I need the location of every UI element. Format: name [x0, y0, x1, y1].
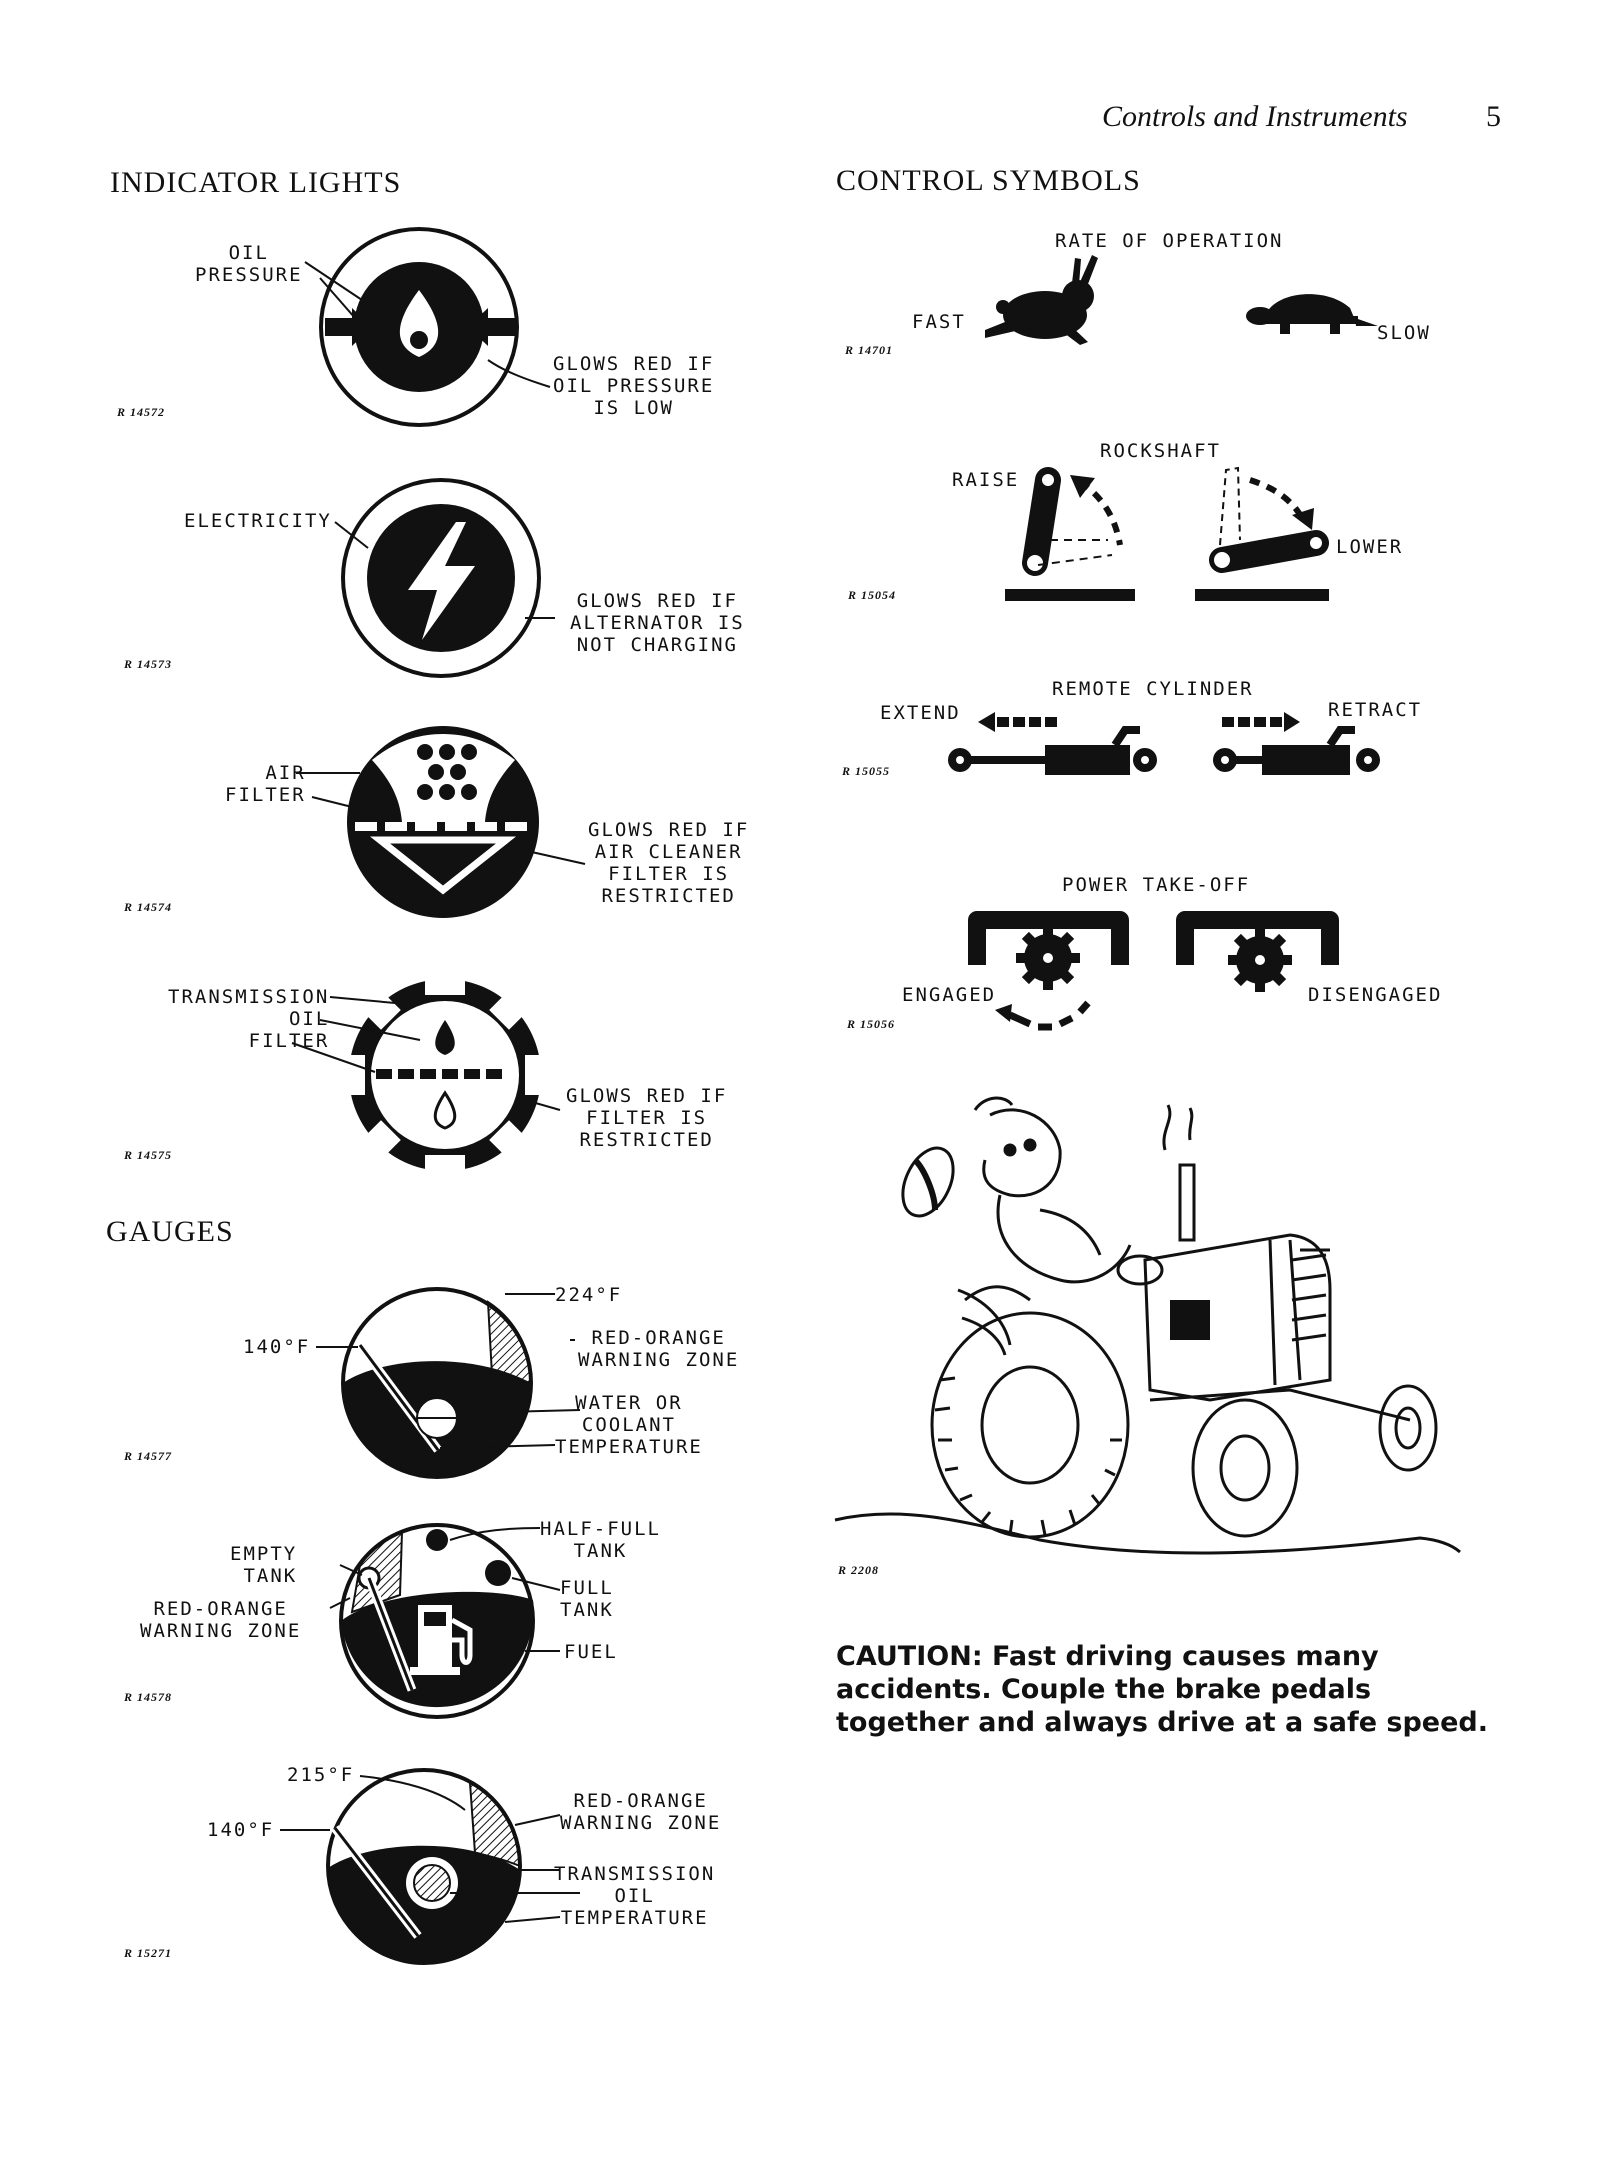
fuel-empty-label: EMPTY TANK: [230, 1543, 298, 1587]
figure-ref: R 14574: [124, 900, 173, 914]
water-warning-zone: RED-ORANGE WARNING ZONE: [578, 1327, 740, 1371]
figure-ref: R 14573: [124, 657, 173, 671]
lower-label: LOWER: [1336, 536, 1404, 558]
water-min-temp: 140°F: [243, 1336, 311, 1358]
trans-warning-zone: RED-ORANGE WARNING ZONE: [560, 1790, 722, 1834]
fast-label: FAST: [912, 311, 966, 333]
rabbit-icon: [985, 255, 1098, 345]
running-title: Controls and Instruments: [1102, 100, 1408, 133]
retract-label: RETRACT: [1328, 699, 1423, 721]
trans-max-temp: 215°F: [287, 1764, 355, 1786]
rockshaft-raise-icon: [1005, 467, 1135, 601]
figure-ref: R 15271: [124, 1946, 173, 1960]
slow-label: SLOW: [1377, 322, 1431, 344]
extend-label: EXTEND: [880, 702, 961, 724]
extend-arrow-icon: [978, 712, 1057, 732]
fuel-warning-zone: RED-ORANGE WARNING ZONE: [140, 1598, 302, 1642]
oil-pressure-label: OIL PRESSURE: [195, 242, 303, 286]
fuel-description: FUEL: [564, 1641, 618, 1663]
pto-title: POWER TAKE-OFF: [1062, 874, 1251, 896]
caution-text: CAUTION: Fast driving causes many accide…: [836, 1641, 1489, 1738]
figure-ref: R 14572: [117, 405, 166, 419]
electricity-description: GLOWS RED IF ALTERNATOR IS NOT CHARGING: [570, 590, 745, 656]
control-symbols-heading: CONTROL SYMBOLS: [836, 164, 1141, 197]
trans-min-temp: 140°F: [207, 1819, 275, 1841]
extend-cylinder-icon: [948, 726, 1157, 775]
air-filter-label: AIR FILTER: [225, 762, 306, 806]
fuel-full-label: FULL TANK: [560, 1577, 614, 1621]
retract-arrow-icon: [1222, 712, 1300, 732]
pto-engaged-icon: [968, 911, 1129, 1031]
transmission-oil-filter-description: GLOWS RED IF FILTER IS RESTRICTED: [566, 1085, 728, 1151]
figure-ref: R 14578: [124, 1690, 173, 1704]
indicator-lights-heading: INDICATOR LIGHTS: [110, 166, 402, 199]
fuel-half-full-label: HALF-FULL TANK: [540, 1518, 661, 1562]
figure-ref: R 15054: [848, 588, 897, 602]
figure-ref: R 14575: [124, 1148, 173, 1162]
rockshaft-title: ROCKSHAFT: [1100, 440, 1221, 462]
trans-temp-description: TRANSMISSION OIL TEMPERATURE: [554, 1863, 716, 1929]
figure-ref: R 15056: [847, 1017, 896, 1031]
disengaged-label: DISENGAGED: [1308, 984, 1443, 1006]
water-temp-description: WATER OR COOLANT TEMPERATURE: [555, 1392, 703, 1458]
turtle-icon: [1246, 294, 1378, 334]
pto-disengaged-icon: [1176, 911, 1339, 992]
figure-ref: R 15055: [842, 764, 891, 778]
air-filter-description: GLOWS RED IF AIR CLEANER FILTER IS RESTR…: [588, 819, 750, 907]
figure-ref: R 14577: [124, 1449, 173, 1463]
oil-pressure-description: GLOWS RED IF OIL PRESSURE IS LOW: [553, 353, 715, 419]
remote-cylinder-title: REMOTE CYLINDER: [1052, 678, 1254, 700]
electricity-label: ELECTRICITY: [184, 510, 332, 532]
figure-ref: R 14701: [845, 343, 894, 357]
rockshaft-lower-icon: [1195, 466, 1329, 601]
gauges-heading: GAUGES: [106, 1215, 234, 1248]
retract-cylinder-icon: [1213, 726, 1380, 775]
raise-label: RAISE: [952, 469, 1020, 491]
transmission-oil-filter-label: TRANSMISSION OIL FILTER: [168, 986, 330, 1052]
page-number: 5: [1486, 100, 1501, 133]
rate-of-operation-title: RATE OF OPERATION: [1055, 230, 1284, 252]
engaged-label: ENGAGED: [902, 984, 997, 1006]
water-max-temp: 224°F: [555, 1284, 623, 1306]
figure-ref: R 2208: [838, 1563, 880, 1577]
